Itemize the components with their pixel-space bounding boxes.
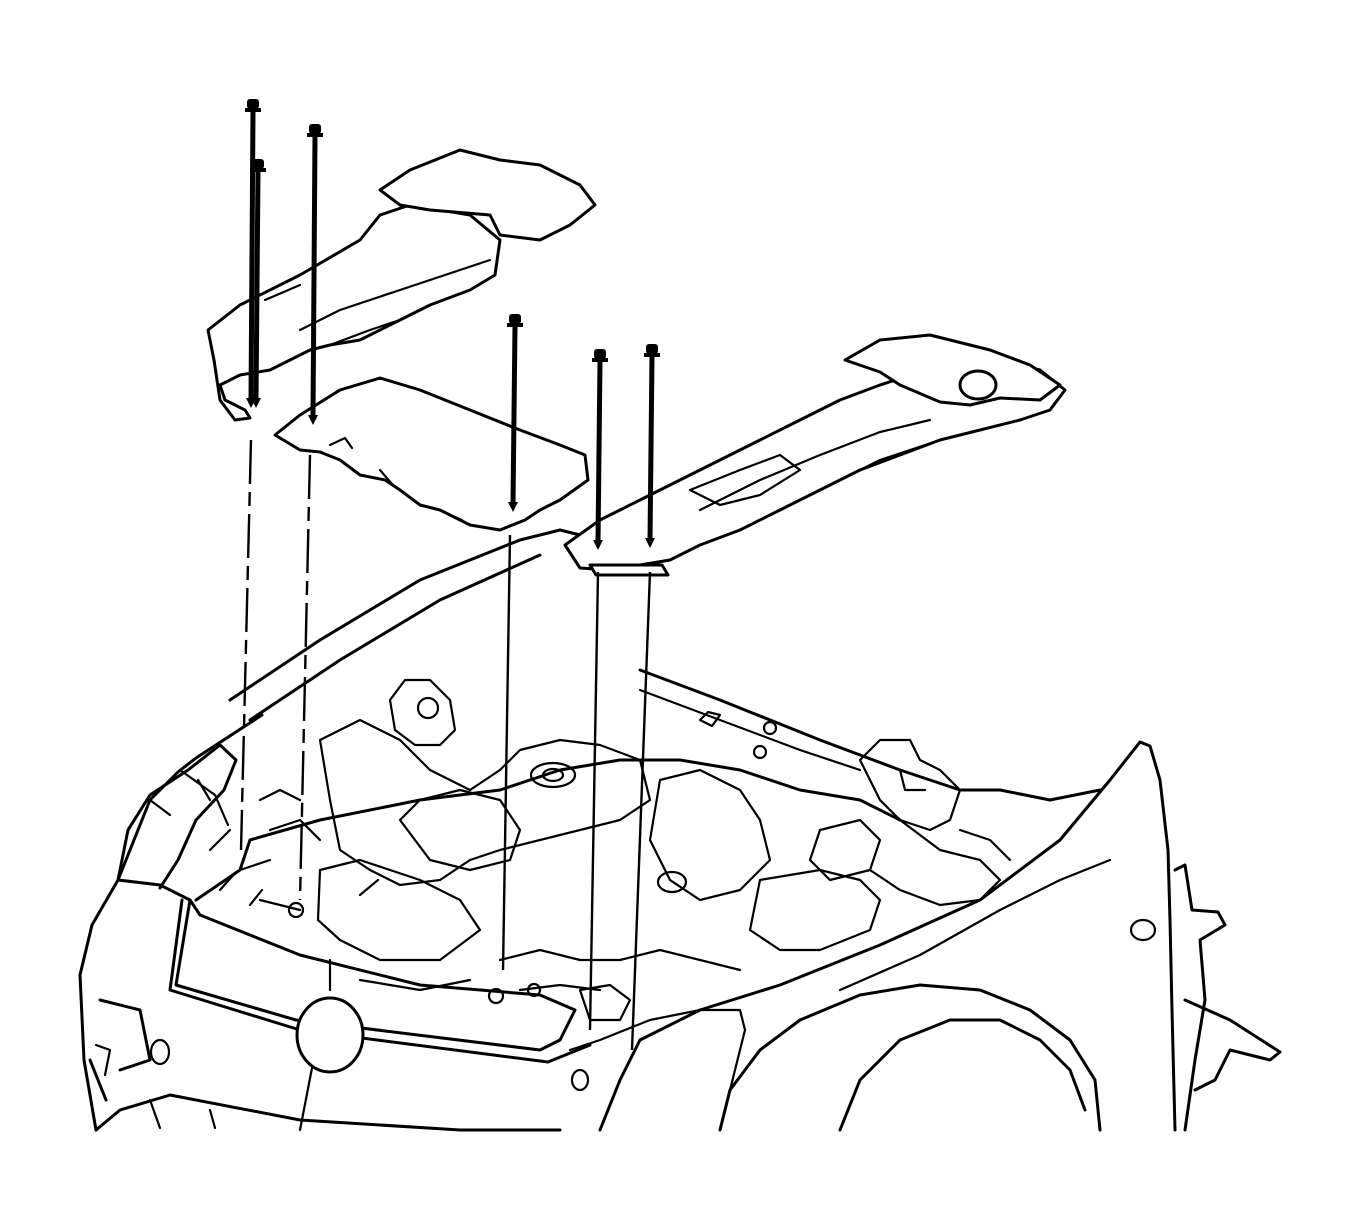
latch-bolt bbox=[487, 987, 505, 1005]
bolt-tip bbox=[251, 398, 261, 408]
cowl-panel bbox=[638, 668, 1102, 802]
engine-mount-bracket bbox=[388, 678, 457, 747]
coolant-reservoir bbox=[648, 768, 772, 902]
bolt-shaft bbox=[595, 360, 603, 543]
bolt-shaft bbox=[248, 110, 256, 401]
cowl-slot bbox=[698, 710, 722, 728]
mount-hole bbox=[416, 696, 440, 720]
bolt-tip bbox=[593, 540, 603, 550]
bolt-head bbox=[309, 124, 321, 134]
bolt-tip bbox=[645, 538, 655, 548]
bolt-tip bbox=[508, 502, 518, 512]
brake-master bbox=[808, 818, 882, 882]
bolt-shaft bbox=[310, 135, 318, 418]
lower-fascia bbox=[88, 998, 562, 1132]
fender-inner-arch bbox=[838, 1018, 1087, 1132]
bolt-flange bbox=[592, 358, 608, 362]
fog-lamp-left bbox=[149, 1038, 171, 1066]
cover-right-section bbox=[563, 358, 1067, 572]
grille-inner bbox=[168, 898, 592, 1064]
harness-right bbox=[858, 798, 1012, 907]
guide-line-3 bbox=[501, 534, 512, 971]
cover-right-knob bbox=[958, 369, 998, 401]
reservoir-cap bbox=[656, 870, 688, 894]
hoses-left bbox=[208, 788, 472, 992]
bolt-shaft bbox=[510, 325, 518, 505]
strut-tower-right bbox=[858, 738, 962, 832]
bolt-head bbox=[247, 99, 259, 109]
guide-line-5 bbox=[630, 571, 652, 1051]
cover-center-section bbox=[273, 376, 590, 532]
bolt-6 bbox=[644, 344, 660, 548]
engine-bay bbox=[208, 528, 1012, 1022]
headlamp-left-detail bbox=[148, 768, 230, 827]
bolt-3 bbox=[307, 124, 323, 425]
bolt-flange bbox=[507, 323, 523, 327]
bumper-slots bbox=[94, 1043, 217, 1130]
support-hole-left bbox=[287, 901, 305, 919]
emblem bbox=[295, 996, 365, 1074]
bolt-shaft bbox=[647, 355, 655, 541]
vehicle-front-end bbox=[78, 668, 1282, 1132]
support-slots bbox=[218, 870, 380, 907]
cover-left-section bbox=[206, 203, 502, 422]
right-fender bbox=[598, 740, 1177, 1132]
bolt-head bbox=[252, 159, 264, 169]
headlamp-left-outline bbox=[116, 743, 238, 890]
emblem-stalk bbox=[298, 1066, 314, 1132]
bolt-group bbox=[245, 99, 660, 550]
bolt-head bbox=[646, 344, 658, 354]
hood-latch bbox=[578, 983, 632, 1022]
bolt-flange bbox=[307, 133, 323, 137]
intake-manifold bbox=[398, 788, 522, 872]
fender-wheel-arch bbox=[718, 983, 1102, 1132]
latch-bolt-2 bbox=[526, 982, 542, 998]
bolt-head bbox=[509, 314, 521, 324]
fastener-guides bbox=[239, 439, 652, 1051]
cover-left-top-box bbox=[378, 148, 597, 242]
guide-line-2 bbox=[298, 454, 312, 901]
bolt-4 bbox=[507, 314, 523, 512]
bolt-shaft bbox=[253, 170, 261, 401]
guide-line-1 bbox=[239, 439, 253, 851]
guide-line-4 bbox=[588, 571, 600, 1031]
cover-clip-plate bbox=[588, 563, 670, 577]
cowl-panel-inner bbox=[638, 688, 862, 772]
bolt-flange bbox=[250, 168, 266, 172]
side-marker bbox=[1129, 918, 1157, 942]
throttle-body bbox=[529, 761, 577, 789]
battery-area bbox=[748, 868, 882, 952]
bolt-tip bbox=[308, 415, 318, 425]
bolt-5 bbox=[592, 349, 608, 550]
bolt-flange bbox=[644, 353, 660, 357]
grille-panel bbox=[174, 898, 577, 1052]
bolt-flange bbox=[245, 108, 261, 112]
cover-left-rib bbox=[263, 258, 492, 347]
throttle-inner bbox=[541, 767, 565, 783]
strut-bolt-1 bbox=[762, 720, 778, 736]
inner-fender-left bbox=[228, 528, 602, 722]
cover-right-top-box bbox=[843, 333, 1062, 407]
front-door-edge bbox=[1173, 863, 1227, 1132]
engine-cover-shield bbox=[206, 148, 1067, 577]
bolt-2 bbox=[250, 159, 266, 408]
cover-center-tabs bbox=[328, 436, 464, 522]
headlamp-right-outline bbox=[568, 1008, 747, 1132]
cover-right-rib bbox=[688, 418, 942, 522]
valve-cover-left bbox=[316, 858, 482, 962]
air-intake-duct bbox=[318, 718, 652, 887]
a-pillar-bracket bbox=[1183, 998, 1282, 1092]
fender-crease bbox=[838, 858, 1112, 992]
bolt-head bbox=[594, 349, 606, 359]
fog-lamp-right bbox=[570, 1068, 590, 1092]
strut-bolt-2 bbox=[752, 744, 768, 760]
